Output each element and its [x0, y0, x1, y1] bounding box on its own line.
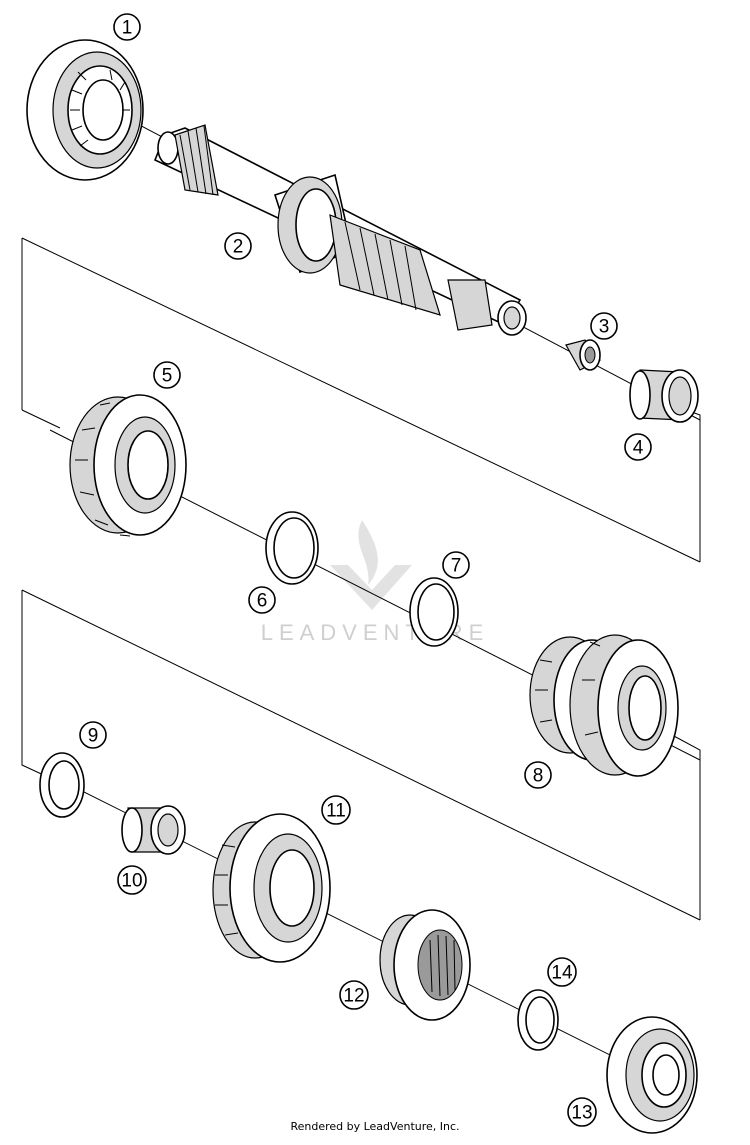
svg-text:3: 3	[599, 317, 610, 338]
svg-text:8: 8	[533, 766, 544, 787]
svg-text:14: 14	[551, 963, 573, 984]
svg-text:1: 1	[122, 18, 133, 39]
callout-14: 14	[547, 957, 577, 987]
svg-text:12: 12	[343, 986, 364, 1007]
callout-6: 6	[248, 586, 276, 614]
callout-1: 1	[113, 13, 141, 41]
part-1-bearing	[26, 39, 144, 181]
part-11-gear	[212, 813, 331, 963]
part-6-washer	[265, 511, 319, 585]
callout-13: 13	[567, 1097, 597, 1127]
part-10-bushing	[121, 805, 186, 855]
svg-text:5: 5	[162, 366, 173, 387]
part-3-needle-bearing	[565, 339, 601, 371]
callout-11: 11	[321, 795, 351, 825]
part-7-circlip	[409, 577, 459, 647]
part-12-gear	[379, 909, 471, 1021]
callout-3: 3	[590, 312, 618, 340]
callout-2: 2	[224, 232, 252, 260]
callout-8: 8	[524, 761, 552, 789]
rendered-by-footer: Rendered by LeadVenture, Inc.	[290, 1120, 460, 1133]
svg-text:4: 4	[633, 438, 644, 459]
callout-9: 9	[79, 721, 107, 749]
callout-12: 12	[339, 980, 369, 1010]
part-5-gear	[69, 394, 187, 537]
svg-text:13: 13	[571, 1103, 592, 1124]
part-2-main-shaft	[153, 124, 527, 336]
callout-10: 10	[117, 865, 147, 895]
callout-5: 5	[153, 361, 181, 389]
part-4-bushing	[629, 369, 699, 423]
part-13-bearing	[606, 1016, 698, 1134]
svg-text:11: 11	[326, 801, 346, 822]
svg-text:6: 6	[257, 591, 268, 612]
callout-4: 4	[624, 433, 652, 461]
callout-7: 7	[442, 551, 470, 579]
svg-text:10: 10	[121, 871, 142, 892]
part-14-washer	[517, 989, 559, 1051]
part-8-double-gear	[529, 634, 679, 777]
svg-text:7: 7	[451, 556, 462, 577]
svg-text:2: 2	[233, 237, 244, 258]
group-box-upper	[21, 237, 701, 563]
part-9-splined-washer	[39, 752, 85, 818]
svg-text:9: 9	[88, 726, 99, 747]
